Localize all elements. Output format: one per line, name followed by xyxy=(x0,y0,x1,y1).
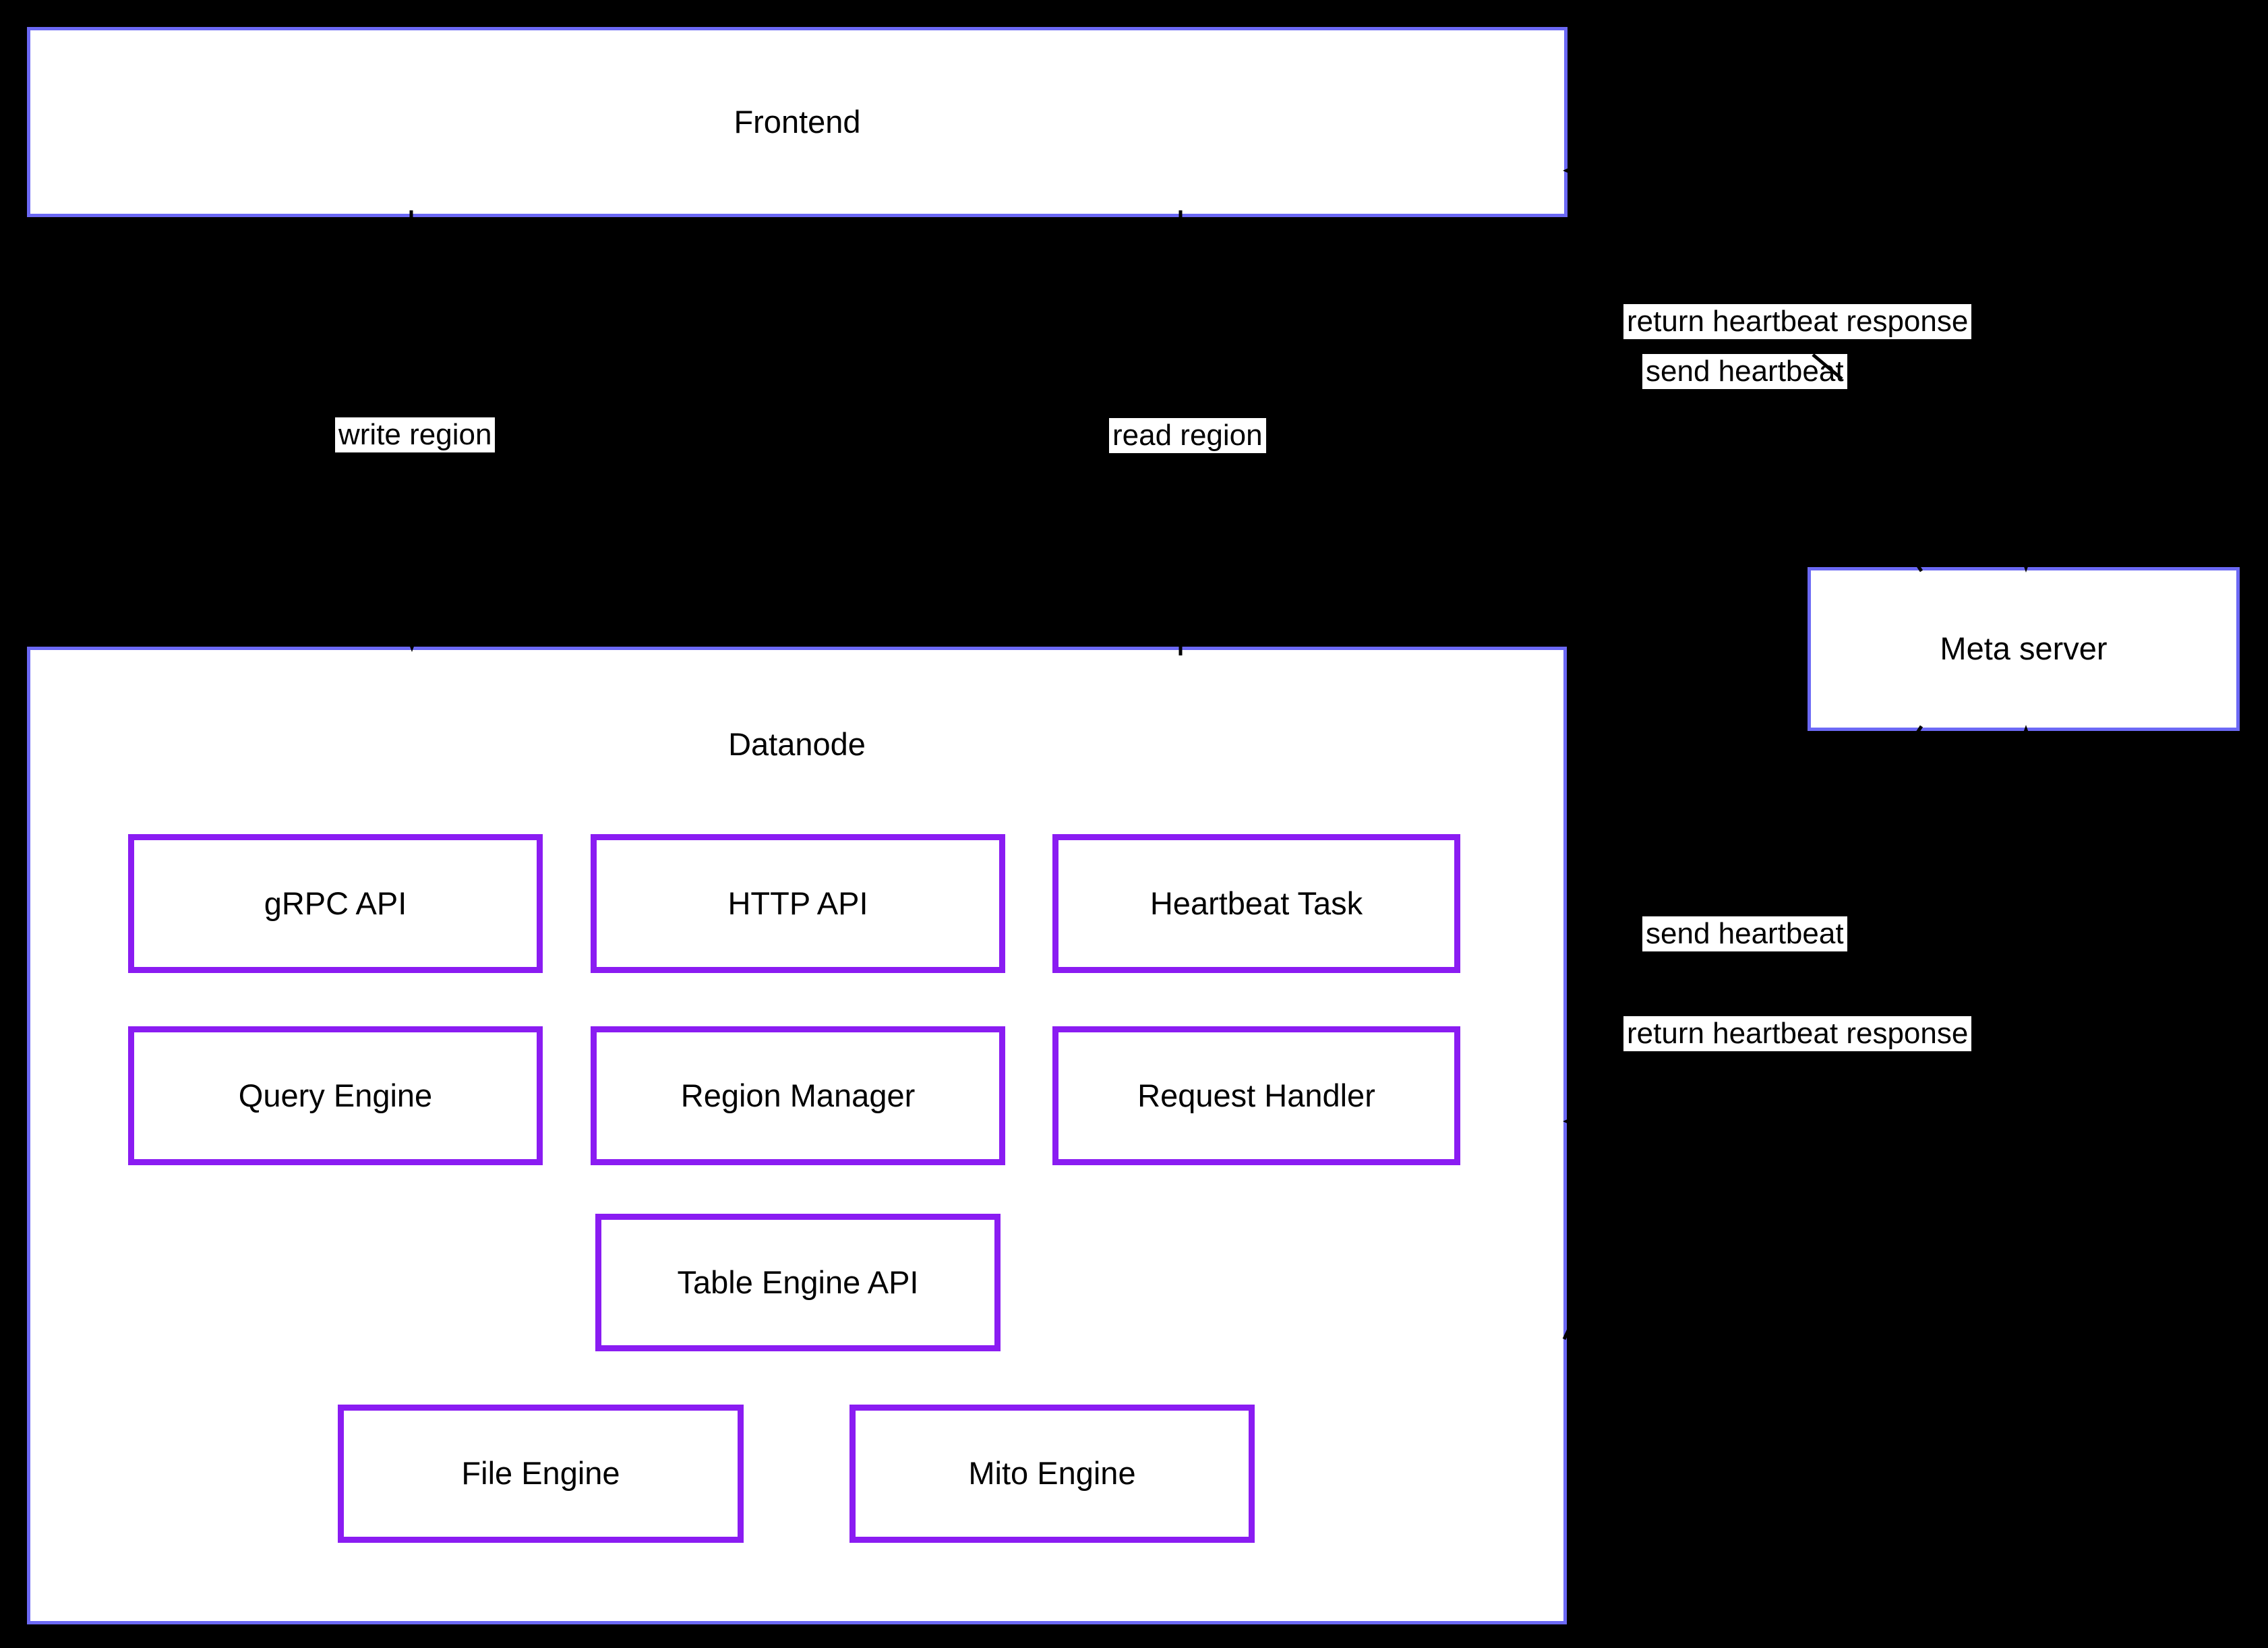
region-manager-label: Region Manager xyxy=(680,1077,916,1113)
edge-label-send-heartbeat-frontend: send heartbeat xyxy=(1642,354,1847,389)
mito-engine-label: Mito Engine xyxy=(968,1455,1136,1492)
node-http-api: HTTP API xyxy=(591,834,1005,973)
node-mito-engine: Mito Engine xyxy=(849,1405,1255,1543)
node-table-engine-api: Table Engine API xyxy=(595,1214,1001,1351)
node-heartbeat-task: Heartbeat Task xyxy=(1052,834,1460,973)
node-file-engine: File Engine xyxy=(338,1405,744,1543)
edge-label-return-heartbeat-datanode: return heartbeat response xyxy=(1623,1016,1972,1051)
node-region-manager: Region Manager xyxy=(591,1026,1005,1165)
heartbeat-task-label: Heartbeat Task xyxy=(1150,885,1363,921)
request-handler-label: Request Handler xyxy=(1137,1077,1375,1113)
meta-server-label: Meta server xyxy=(1940,630,2108,667)
node-frontend: Frontend xyxy=(27,27,1568,217)
edge-label-return-heartbeat-frontend: return heartbeat response xyxy=(1623,304,1972,339)
frontend-label: Frontend xyxy=(734,103,861,140)
table-engine-api-label: Table Engine API xyxy=(677,1264,919,1300)
file-engine-label: File Engine xyxy=(461,1455,620,1492)
http-api-label: HTTP API xyxy=(727,885,868,921)
edge-label-read-region: read region xyxy=(1109,418,1266,453)
query-engine-label: Query Engine xyxy=(238,1077,433,1113)
edge-label-send-heartbeat-datanode: send heartbeat xyxy=(1642,916,1847,951)
node-query-engine: Query Engine xyxy=(128,1026,543,1165)
grpc-api-label: gRPC API xyxy=(264,885,407,921)
edge-label-write-region: write region xyxy=(335,417,496,452)
datanode-label: Datanode xyxy=(728,726,866,762)
node-request-handler: Request Handler xyxy=(1052,1026,1460,1165)
node-grpc-api: gRPC API xyxy=(128,834,543,973)
node-meta-server: Meta server xyxy=(1808,567,2240,731)
